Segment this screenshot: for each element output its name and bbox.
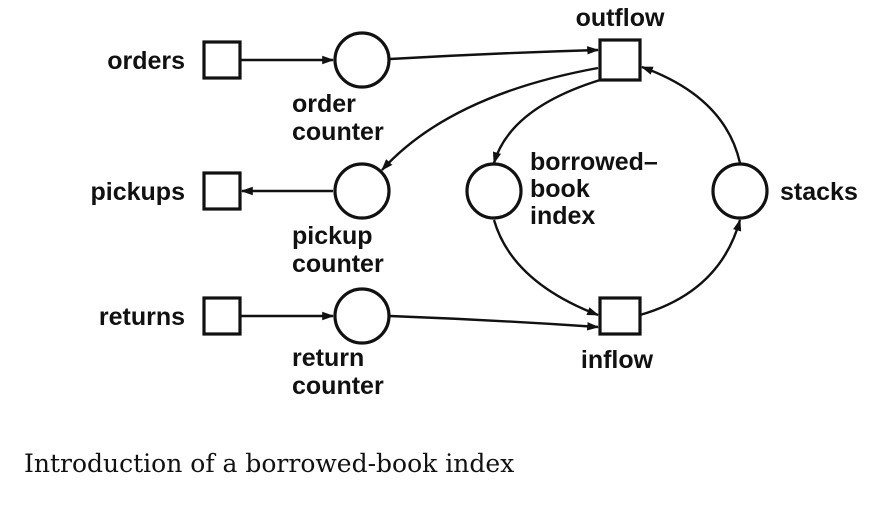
place-stacks [711,162,769,220]
edge-borrowed-book-index-to-inflow [492,219,600,317]
label-outflow: outflow [576,4,665,32]
transition-outflow [598,38,642,82]
label-borrowed-book-index-line-2: book [530,175,590,203]
transition-inflow [598,296,642,336]
label-order-counter-line-1: order [292,90,356,118]
transition-orders [202,40,242,80]
label-pickups: pickups [91,178,185,206]
edge-outflow-to-borrowed-book-index [492,78,601,165]
transition-pickups [202,171,242,211]
label-inflow: inflow [581,346,654,374]
place-return-counter [333,287,391,345]
label-order-counter: order counter [292,90,384,146]
figure-caption: Introduction of a borrowed-book index [24,449,514,478]
label-stacks: stacks [780,178,858,206]
label-borrowed-book-index-line-3: index [530,202,595,230]
edge-inflow-to-stacks [639,218,742,317]
label-return-counter-line-1: return [292,344,364,372]
label-borrowed-book-index-line-1: borrowed– [530,148,658,176]
label-return-counter-line-2: counter [292,372,384,400]
place-borrowed-book-index [465,162,523,220]
label-orders: orders [107,47,185,75]
edge-order-counter-to-outflow [389,46,600,61]
edge-return-counter-to-inflow [389,314,600,331]
place-pickup-counter [333,162,391,220]
edge-stacks-to-outflow [640,65,742,164]
edge-outflow-to-pickup-counter [381,66,599,171]
label-returns: returns [99,303,185,331]
label-order-counter-line-2: counter [292,118,384,146]
place-order-counter [333,31,391,89]
label-pickup-counter-line-1: pickup [292,222,373,250]
label-borrowed-book-index: borrowed– book index [530,148,665,230]
edges [240,46,742,331]
transition-returns [202,296,242,336]
label-return-counter: return counter [292,344,384,400]
label-pickup-counter-line-2: counter [292,250,384,278]
label-pickup-counter: pickup counter [292,222,384,278]
